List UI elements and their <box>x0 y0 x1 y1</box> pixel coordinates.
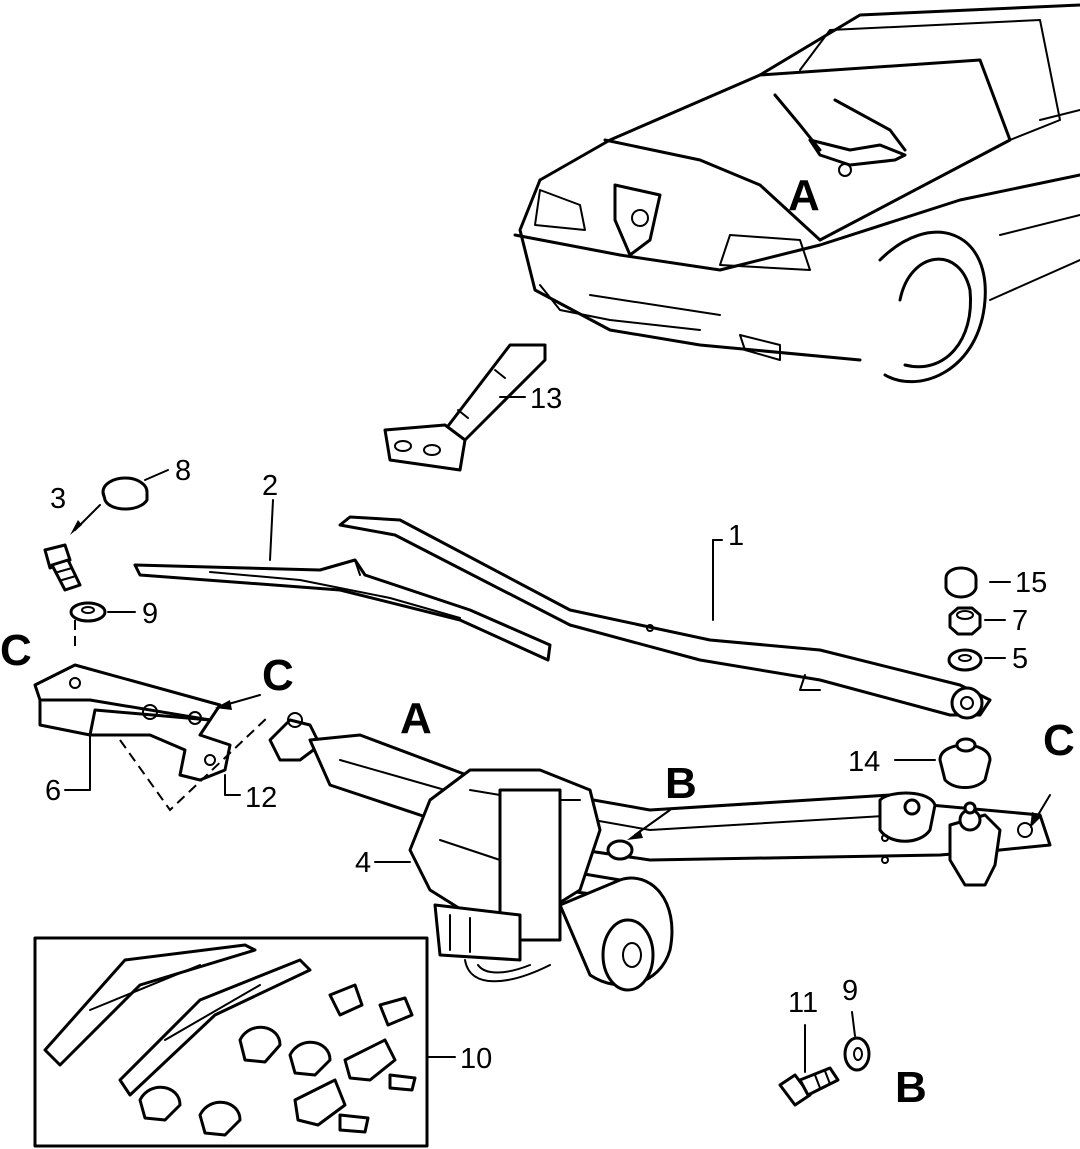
label-5: 5 <box>1012 643 1028 675</box>
label-2: 2 <box>262 470 278 502</box>
label-3: 3 <box>50 483 66 515</box>
part-11-bolt <box>778 1024 840 1107</box>
label-1: 1 <box>728 520 744 552</box>
part-15-cap <box>944 566 1011 599</box>
label-9-left: 9 <box>142 598 158 630</box>
arrow-b-main <box>634 809 671 836</box>
label-6: 6 <box>45 775 61 807</box>
part-9-washer <box>69 601 136 623</box>
label-13: 13 <box>530 383 562 415</box>
view-letter-a-car: A <box>788 171 820 220</box>
view-letter-c-left: C <box>0 626 32 675</box>
part-9-washer-b <box>843 1011 871 1072</box>
part-7-nut <box>948 606 1006 636</box>
part-2-blade <box>133 499 552 662</box>
label-9-b: 9 <box>842 975 858 1007</box>
label-10: 10 <box>460 1043 492 1075</box>
view-letter-c-mid: C <box>262 651 294 700</box>
label-4: 4 <box>355 847 371 879</box>
label-15: 15 <box>1015 567 1047 599</box>
label-7: 7 <box>1012 605 1028 637</box>
arrow-c-mid <box>224 694 261 706</box>
view-letter-b-detail: B <box>895 1063 927 1112</box>
label-14: 14 <box>848 746 880 778</box>
label-8: 8 <box>175 455 191 487</box>
label-11: 11 <box>788 987 818 1019</box>
part-13-bracket <box>383 343 547 472</box>
inset-blade-kit <box>33 936 456 1148</box>
part-1-arm <box>338 515 992 720</box>
car-illustration <box>513 3 1080 384</box>
wiper-linkage <box>268 712 1052 902</box>
part-6-12-bracket <box>33 620 271 812</box>
view-letter-b-main: B <box>665 759 697 808</box>
part-8-cap <box>101 469 169 511</box>
part-5-washer <box>947 648 1006 672</box>
view-letter-c-right: C <box>1043 716 1075 765</box>
part-3-bolt <box>43 543 82 592</box>
label-12: 12 <box>245 782 277 814</box>
part-14-bushing <box>894 737 992 789</box>
view-letter-a-main: A <box>400 694 432 743</box>
part-4-motor <box>374 768 674 992</box>
